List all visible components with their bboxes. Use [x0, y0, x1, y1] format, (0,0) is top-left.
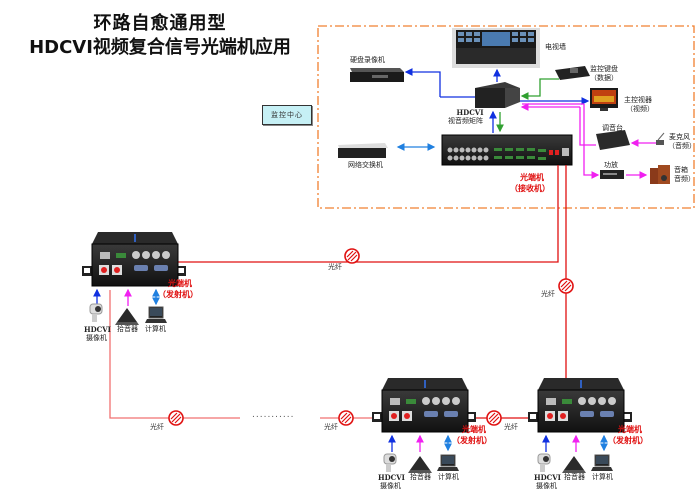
pickup-label: 拾音器 — [117, 325, 138, 333]
computer-icon — [144, 306, 168, 324]
camera-label-line2: 摄像机 — [86, 334, 107, 342]
mixer-device — [596, 130, 630, 150]
speaker-sub-label: 音频） — [674, 175, 695, 183]
fiber-connector-icon — [344, 248, 360, 264]
transmitter-unit — [527, 377, 633, 433]
fiber-connector-icon — [558, 278, 574, 294]
fiber-label: 光纤 — [328, 263, 342, 271]
receiver-rack — [441, 134, 573, 166]
camera-label-line1: HDCVI — [534, 473, 561, 482]
fiber-connector-icon — [168, 410, 184, 426]
fiber-label: 光纤 — [541, 290, 555, 298]
keyboard-label: 监控键盘 — [590, 65, 618, 73]
dvr-label: 硬盘录像机 — [350, 56, 385, 64]
camera-label-line1: HDCVI — [378, 473, 405, 482]
diagram-title-line2: HDCVI视频复合信号光端机应用 — [29, 37, 291, 58]
computer-label: 计算机 — [438, 473, 459, 481]
main-monitor-sub-label: （视频） — [626, 105, 654, 113]
transmitter-label-line2: （发射机） — [452, 435, 492, 445]
computer-label: 计算机 — [145, 325, 166, 333]
main-monitor — [590, 88, 618, 111]
main-monitor-label: 主控视器 — [624, 96, 652, 104]
receiver-label-line2: （接收机） — [510, 183, 550, 193]
transmitter-label-line2: （发射机） — [158, 289, 198, 299]
ellipsis-more-sites: ........... — [252, 410, 295, 420]
link-matrix-amp — [583, 104, 600, 179]
switch-label: 网络交换机 — [348, 161, 383, 169]
diagram-title-line1: 环路自愈通用型 — [93, 13, 227, 34]
pickup-label: 拾音器 — [564, 473, 585, 481]
mixer-label: 调音台 — [602, 124, 623, 132]
transmitter-label-line1: 光端机 — [618, 424, 642, 434]
monitoring-center-boundary — [317, 25, 695, 209]
receiver-label-line1: 光端机 — [520, 172, 544, 182]
computer-icon — [590, 454, 614, 472]
microphone-sub-label: （音频） — [668, 142, 696, 150]
matrix-device — [475, 82, 520, 108]
camera-label-line2: 摄像机 — [536, 482, 557, 490]
fiber-label: 光纤 — [324, 423, 338, 431]
speaker-device — [650, 165, 670, 184]
computer-icon — [436, 454, 460, 472]
pickup-label: 拾音器 — [410, 473, 431, 481]
amplifier-label: 功放 — [604, 161, 618, 169]
fiber-ring-top — [178, 165, 559, 263]
fiber-label: 光纤 — [150, 423, 164, 431]
microphone-device — [656, 132, 665, 145]
keyboard-sub-label: （数据） — [590, 74, 618, 82]
pickup-icon — [115, 308, 139, 325]
link-keyboard-matrix — [520, 78, 559, 100]
fiber-ring-left — [109, 290, 240, 419]
video-wall-label: 电视墙 — [545, 43, 566, 51]
transmitter-label-line1: 光端机 — [168, 278, 192, 288]
speaker-label: 音箱 — [674, 166, 688, 174]
dvr-device — [350, 68, 404, 82]
fiber-label: 光纤 — [504, 423, 518, 431]
fiber-connector-icon — [486, 410, 502, 426]
keyboard-device — [555, 66, 590, 80]
video-wall — [452, 28, 540, 68]
camera-icon — [89, 303, 103, 323]
network-switch — [338, 143, 388, 158]
fiber-connector-icon — [338, 410, 354, 426]
link-matrix-dvr — [404, 68, 441, 97]
amplifier-device — [600, 170, 624, 179]
camera-label-line1: HDCVI — [84, 325, 111, 334]
computer-label: 计算机 — [592, 473, 613, 481]
matrix-label-line2: 视音频矩阵 — [448, 117, 483, 125]
transmitter-label-line2: （发射机） — [608, 435, 648, 445]
pickup-icon — [562, 456, 586, 473]
microphone-label: 麦克风 — [669, 133, 690, 141]
transmitter-label-line1: 光端机 — [462, 424, 486, 434]
matrix-label-line1: HDCVI — [456, 108, 484, 117]
camera-label-line2: 摄像机 — [380, 482, 401, 490]
monitoring-center-label: 监控中心 — [262, 105, 312, 125]
pickup-icon — [408, 456, 432, 473]
camera-icon — [383, 453, 397, 473]
transmitter-unit — [371, 377, 477, 433]
camera-icon — [537, 453, 551, 473]
link-mixer — [579, 107, 596, 146]
